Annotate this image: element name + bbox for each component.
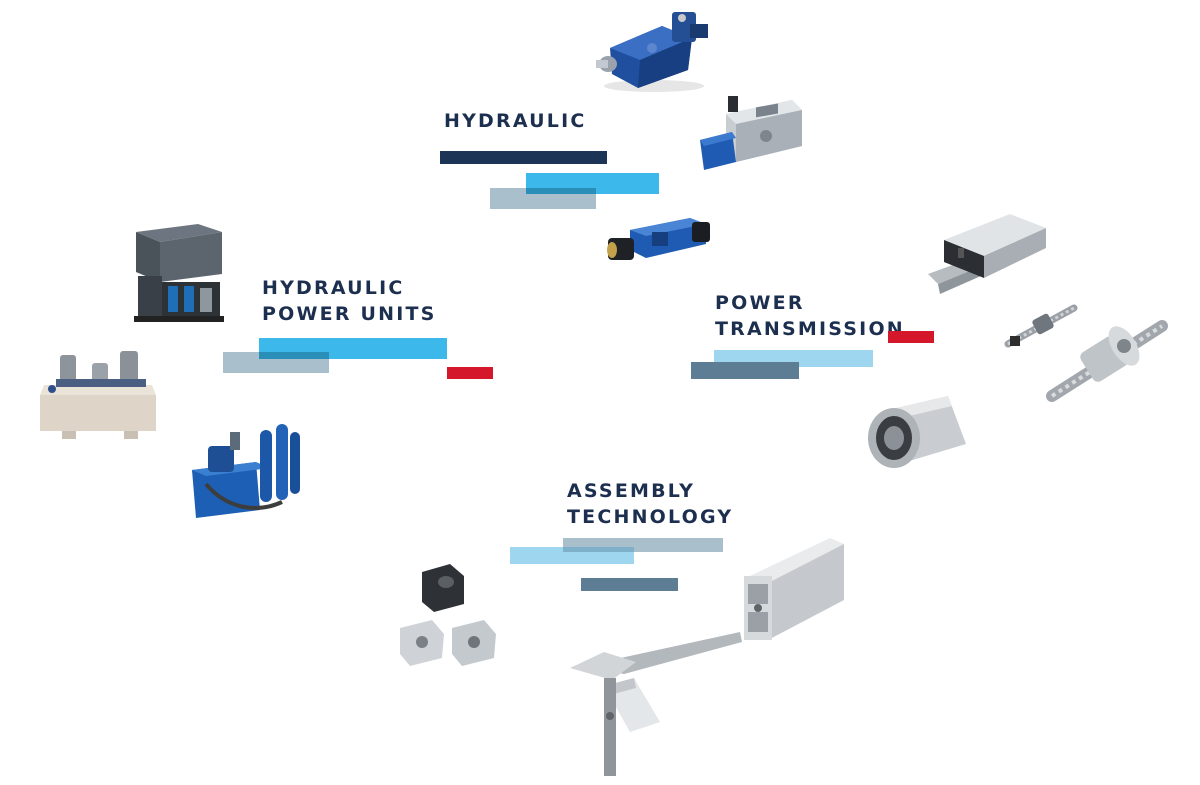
axial-piston-pump-icon[interactable] — [592, 8, 718, 96]
power-units-bar-overlap — [259, 352, 329, 359]
power-transmission-title-line1: POWER — [715, 292, 805, 314]
linear-guide-icon[interactable] — [914, 200, 1054, 300]
ball-screw-nut-icon[interactable] — [1046, 312, 1170, 404]
power-units-bar-red — [447, 367, 493, 379]
aluminum-profile-icon[interactable] — [740, 536, 846, 640]
linear-bushing-icon[interactable] — [862, 388, 972, 478]
assembly-title-line2: TECHNOLOGY — [567, 506, 734, 528]
hydraulic-title[interactable]: HYDRAULIC — [444, 108, 587, 134]
power-unit-accumulators-icon[interactable] — [186, 418, 306, 524]
assembly-title[interactable]: ASSEMBLY TECHNOLOGY — [567, 478, 733, 530]
power-units-title[interactable]: HYDRAULIC POWER UNITS — [262, 275, 437, 327]
hydraulic-bar-overlap — [526, 188, 596, 194]
assembly-bar-slate — [581, 578, 678, 591]
power-units-title-line2: POWER UNITS — [262, 303, 437, 325]
directional-valve-icon[interactable] — [606, 210, 716, 270]
small-ball-screw-icon[interactable] — [1004, 300, 1082, 352]
power-transmission-bar-slate — [691, 362, 799, 379]
power-transmission-title[interactable]: POWER TRANSMISSION — [715, 290, 905, 342]
assembly-bar-overlap — [563, 547, 634, 552]
hydraulic-bar-navy — [440, 151, 607, 164]
profile-connectors-icon[interactable] — [394, 562, 504, 668]
conveyor-chain-icon[interactable] — [564, 626, 744, 776]
power-unit-cabinet-icon[interactable] — [128, 216, 228, 328]
power-unit-motors-icon[interactable] — [38, 345, 160, 441]
power-transmission-title-line2: TRANSMISSION — [715, 318, 905, 340]
assembly-title-line1: ASSEMBLY — [567, 480, 696, 502]
hydraulic-title-text: HYDRAULIC — [444, 110, 587, 132]
power-units-title-line1: HYDRAULIC — [262, 277, 405, 299]
proportional-valve-icon[interactable] — [696, 92, 808, 178]
power-transmission-bar-red — [888, 331, 934, 343]
